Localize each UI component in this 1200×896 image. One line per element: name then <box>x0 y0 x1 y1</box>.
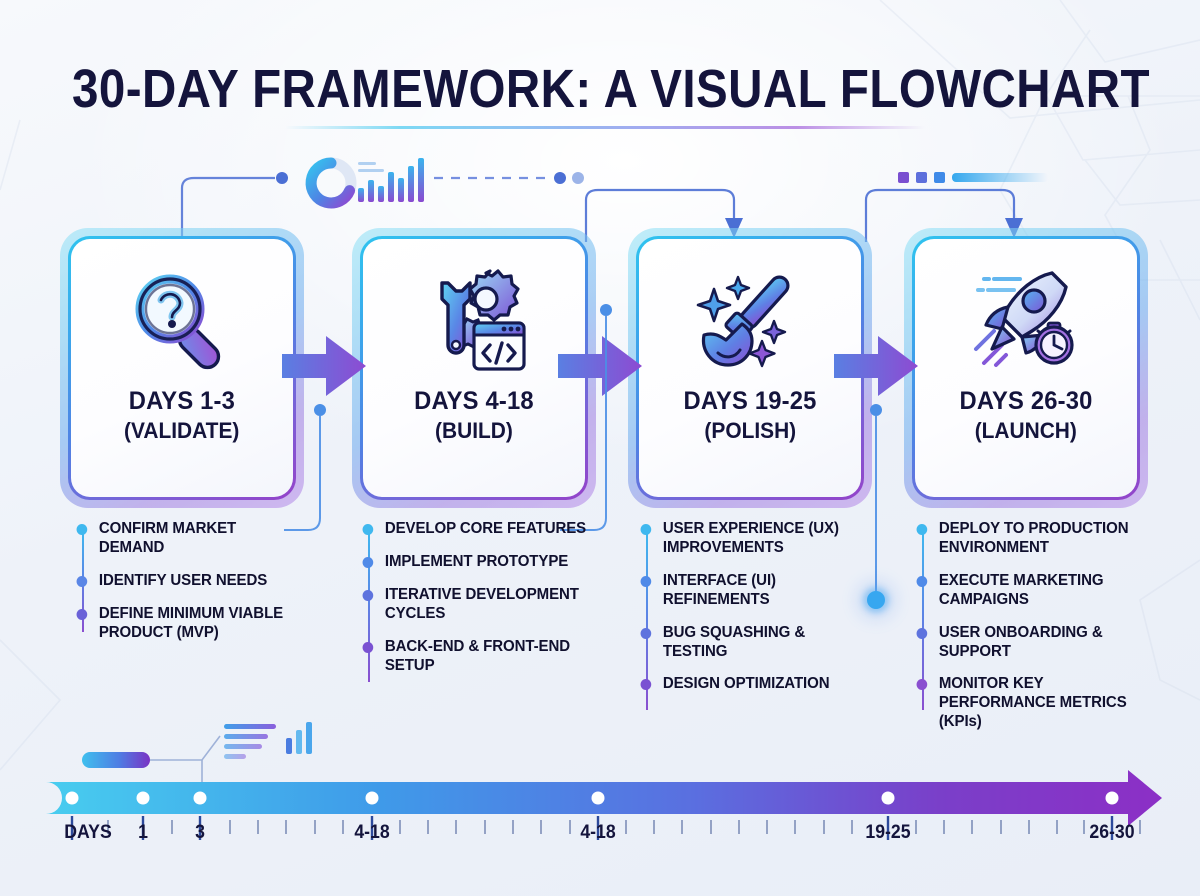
timeline-tick-label: 26-30 <box>1089 822 1135 843</box>
bullet-list-polish: USER EXPERIENCE (UX) IMPROVEMENTS INTERF… <box>626 520 876 710</box>
list-item-label: DEFINE MINIMUM VIABLE PRODUCT (MVP) <box>98 604 284 641</box>
timeline-tick-label: 3 <box>195 822 205 843</box>
bullet-dot <box>76 524 87 535</box>
timeline-tick-label: DAYS <box>64 822 112 843</box>
bullet-dot <box>640 524 651 535</box>
flow-arrow-2 <box>558 336 642 396</box>
bullet-rail <box>646 532 649 710</box>
timeline-major-ticks <box>70 816 1114 840</box>
bullet-dot <box>916 575 927 587</box>
bullet-dot <box>76 608 87 620</box>
flow-arrow-3 <box>834 336 918 396</box>
list-item-label: DESIGN OPTIMIZATION <box>662 675 830 693</box>
stage-card-launch[interactable]: DAYS 26-30 (LAUNCH) <box>912 236 1140 500</box>
title-underline <box>285 126 925 129</box>
timeline-tick-label: 19-25 <box>865 822 911 843</box>
list-item-label: DEVELOP CORE FEATURES <box>384 520 587 537</box>
list-item: IMPLEMENT PROTOTYPE <box>348 553 591 572</box>
list-item: DESIGN OPTIMIZATION <box>626 675 869 694</box>
card-title: DAYS 4-18 <box>414 386 534 415</box>
card-title: DAYS 19-25 <box>683 386 817 415</box>
list-item: USER ONBOARDING & SUPPORT <box>902 624 1164 662</box>
magnifier-question-icon <box>135 274 221 369</box>
list-item-label: INTERFACE (UI) REFINEMENTS <box>662 571 776 608</box>
card-subtitle: (LAUNCH) <box>974 417 1078 443</box>
list-item: MONITOR KEY PERFORMANCE METRICS (KPIs) <box>902 675 1164 732</box>
bullet-dot <box>362 641 373 653</box>
list-item: BUG SQUASHING & TESTING <box>626 624 869 662</box>
card-subtitle: (BUILD) <box>435 417 513 443</box>
list-item: DEFINE MINIMUM VIABLE PRODUCT (MVP) <box>62 605 305 643</box>
wrench-gear-code-icon <box>440 268 526 371</box>
timeline-tick-label: 4-18 <box>580 822 616 843</box>
stage-card-validate[interactable]: DAYS 1-3 (VALIDATE) <box>68 236 296 500</box>
flow-arrow-1 <box>282 336 366 396</box>
bullet-dot <box>640 627 651 639</box>
bullet-dot <box>916 627 927 639</box>
list-item: DEPLOY TO PRODUCTION ENVIRONMENT <box>902 520 1164 558</box>
bullet-dot <box>362 556 373 568</box>
bullet-dot <box>916 524 927 535</box>
timeline-tick-label: 1 <box>138 822 148 843</box>
list-item: EXECUTE MARKETING CAMPAIGNS <box>902 572 1164 610</box>
list-item-label: USER EXPERIENCE (UX) IMPROVEMENTS <box>662 520 839 556</box>
timeline-tick-label: 4-18 <box>354 822 390 843</box>
stage-card-polish[interactable]: DAYS 19-25 (POLISH) <box>636 236 864 500</box>
bullet-dot <box>362 524 373 535</box>
timeline-axis <box>46 770 1162 840</box>
list-item-label: IDENTIFY USER NEEDS <box>98 571 268 589</box>
bullet-list-validate: CONFIRM MARKET DEMAND IDENTIFY USER NEED… <box>62 520 312 652</box>
card-subtitle: (POLISH) <box>704 417 796 443</box>
bullet-dot <box>640 679 651 691</box>
card-title: DAYS 1-3 <box>128 386 236 415</box>
list-item-label: CONFIRM MARKET DEMAND <box>98 520 237 556</box>
bullet-dot <box>640 575 651 587</box>
list-item: ITERATIVE DEVELOPMENT CYCLES <box>348 586 591 624</box>
rocket-stopwatch-icon <box>974 270 1074 367</box>
bullet-list-build: DEVELOP CORE FEATURES IMPLEMENT PROTOTYP… <box>348 520 598 684</box>
list-item: DEVELOP CORE FEATURES <box>348 520 591 539</box>
list-item-label: ITERATIVE DEVELOPMENT CYCLES <box>384 585 579 622</box>
bullet-rail <box>922 532 925 710</box>
stage-card-build[interactable]: DAYS 4-18 (BUILD) <box>360 236 588 500</box>
timeline-nodes <box>65 791 1119 805</box>
card-title: DAYS 26-30 <box>959 386 1093 415</box>
list-item-label: BACK-END & FRONT-END SETUP <box>384 637 571 674</box>
list-item: CONFIRM MARKET DEMAND <box>62 520 305 558</box>
bullet-dot <box>916 679 927 691</box>
bullet-dot <box>362 589 373 601</box>
card-subtitle: (VALIDATE) <box>124 417 240 443</box>
list-item-label: IMPLEMENT PROTOTYPE <box>384 552 569 570</box>
page-title: 30-DAY FRAMEWORK: A VISUAL FLOWCHART <box>72 59 1151 119</box>
list-item: INTERFACE (UI) REFINEMENTS <box>626 572 869 610</box>
list-item-label: EXECUTE MARKETING CAMPAIGNS <box>938 571 1104 608</box>
bullet-list-launch: DEPLOY TO PRODUCTION ENVIRONMENT EXECUTE… <box>902 520 1172 741</box>
list-item-label: DEPLOY TO PRODUCTION ENVIRONMENT <box>938 520 1129 556</box>
bullet-dot <box>76 575 87 587</box>
list-item-label: BUG SQUASHING & TESTING <box>662 623 806 660</box>
list-item: BACK-END & FRONT-END SETUP <box>348 638 591 676</box>
paintbrush-sparkle-icon <box>696 275 790 367</box>
list-item: USER EXPERIENCE (UX) IMPROVEMENTS <box>626 520 869 558</box>
bullet-rail <box>368 532 371 682</box>
glow-node <box>867 591 885 609</box>
list-item-label: USER ONBOARDING & SUPPORT <box>938 623 1103 660</box>
timeline-minor-ticks <box>107 820 1141 834</box>
list-item-label: MONITOR KEY PERFORMANCE METRICS (KPIs) <box>938 675 1127 731</box>
list-item: IDENTIFY USER NEEDS <box>62 572 305 591</box>
